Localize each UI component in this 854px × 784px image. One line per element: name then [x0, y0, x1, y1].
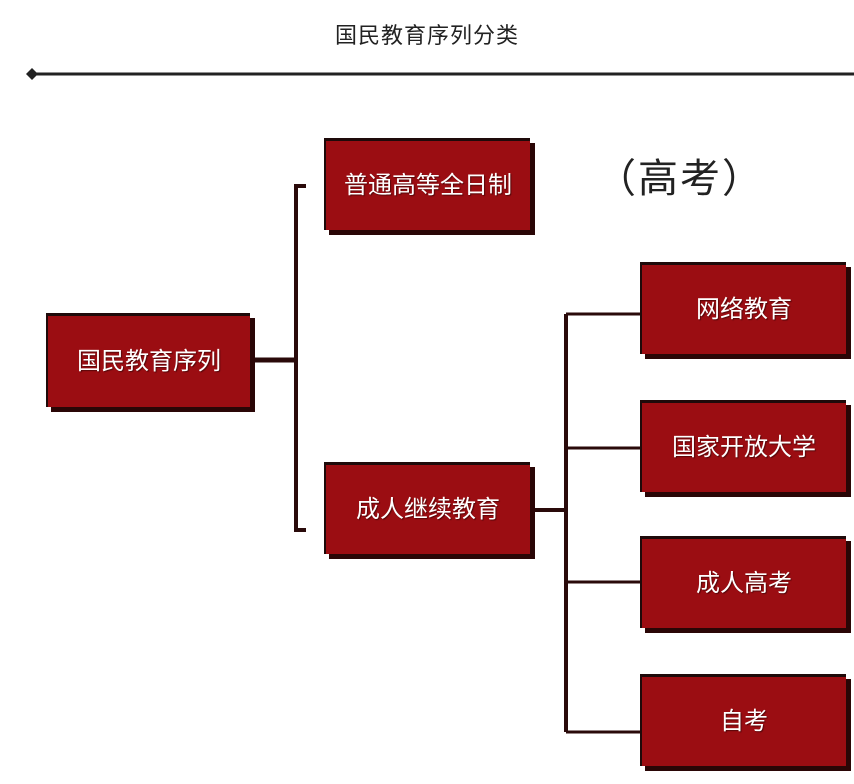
gaokao-annotation: （高考） — [596, 156, 764, 202]
branch-node-adult-label: 成人继续教育 — [356, 495, 500, 524]
branch-node-fulltime-label: 普通高等全日制 — [344, 171, 512, 200]
leaf-node-adult-exam: 成人高考 — [640, 536, 846, 628]
root-node: 国民教育序列 — [46, 313, 250, 407]
rule-diamond-icon — [26, 68, 38, 80]
level1-bracket — [294, 184, 306, 532]
leaf-node-open-university-label: 国家开放大学 — [672, 433, 816, 462]
leaf-node-open-university: 国家开放大学 — [640, 400, 846, 492]
root-node-label: 国民教育序列 — [77, 347, 221, 376]
branch-node-fulltime: 普通高等全日制 — [324, 138, 530, 230]
leaf-node-online: 网络教育 — [640, 262, 846, 354]
leaf-node-adult-exam-label: 成人高考 — [696, 569, 792, 598]
branch-node-adult: 成人继续教育 — [324, 462, 530, 554]
leaf-node-online-label: 网络教育 — [696, 295, 792, 324]
leaf-node-self-study: 自考 — [640, 674, 846, 766]
leaf-node-self-study-label: 自考 — [720, 707, 768, 736]
page-title: 国民教育序列分类 — [334, 24, 519, 49]
